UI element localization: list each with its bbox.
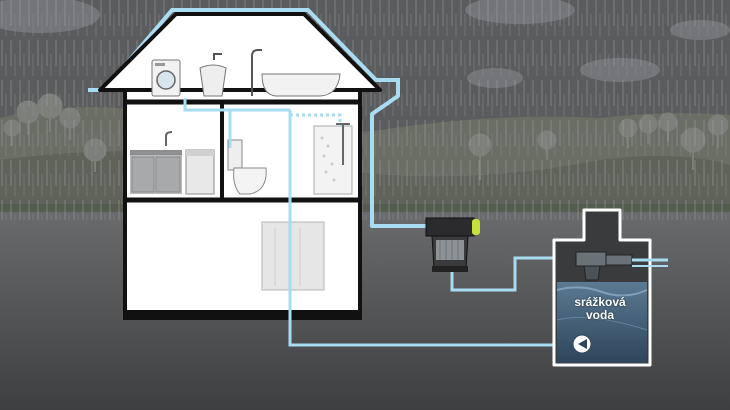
- internal-pipes: [183, 98, 575, 347]
- tank-label: srážková voda: [560, 296, 640, 322]
- filter-to-tank-pipe: [450, 256, 590, 292]
- house: [88, 8, 400, 320]
- house-body: [123, 88, 362, 320]
- bathtub-icon: [251, 49, 341, 97]
- washing-machine-icon: [151, 59, 181, 97]
- rainwater-filter-icon: [425, 217, 480, 272]
- intake-arrow-icon: [572, 334, 592, 354]
- tank-label-line2: voda: [585, 308, 614, 322]
- sink-icon: [199, 53, 227, 97]
- shower-icon: [313, 123, 353, 195]
- kitchen-sink-icon: [165, 131, 173, 146]
- dishwasher-icon: [185, 149, 215, 195]
- rainwater-tank: [552, 208, 668, 367]
- basement-tank: [261, 221, 325, 291]
- rain: [0, 0, 730, 220]
- tank-label-line1: srážková: [574, 295, 626, 309]
- downpipe: [370, 82, 428, 228]
